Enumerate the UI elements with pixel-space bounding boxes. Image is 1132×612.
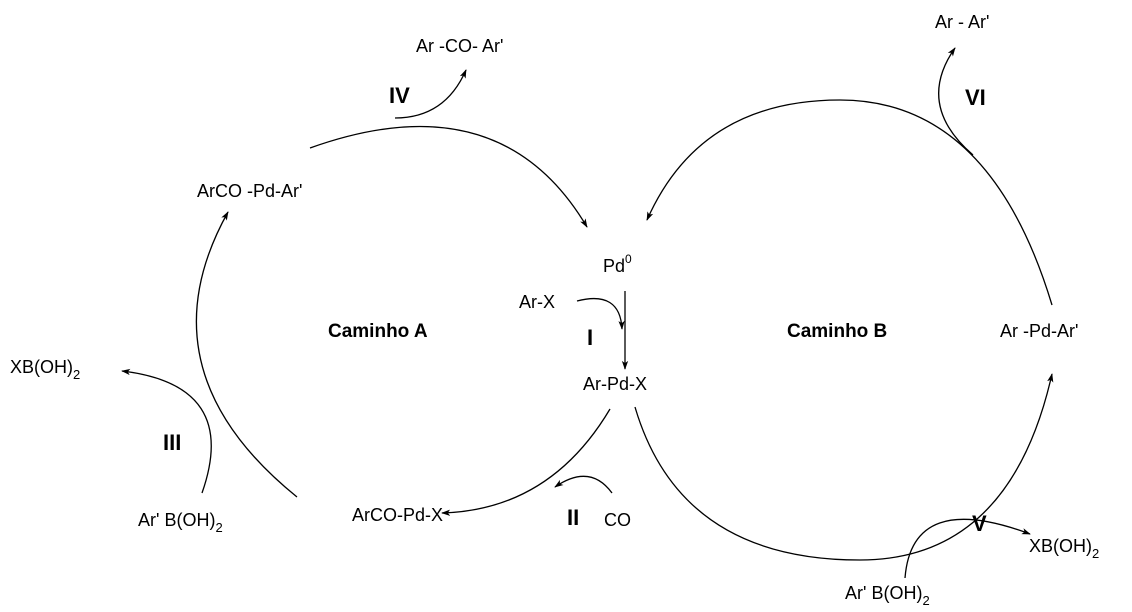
- arc-a-top: [309, 125, 588, 228]
- step-vi-label: VI: [965, 85, 986, 110]
- arcopdx-label: ArCO-Pd-X: [352, 505, 443, 525]
- co-label: CO: [604, 510, 631, 530]
- arpdar-label: Ar -Pd-Ar': [1000, 321, 1078, 341]
- arboh2-left-label: Ar' B(OH)2: [138, 510, 223, 535]
- caminho-a-label: Caminho A: [328, 321, 428, 342]
- step-v-label: V: [972, 511, 987, 536]
- arrow-step-iv: [394, 69, 467, 119]
- step-ii-label: II: [567, 505, 579, 530]
- arcopdar-label: ArCO -Pd-Ar': [197, 181, 302, 201]
- arrow-co-in: [554, 475, 613, 494]
- xboh2-left-label: XB(OH)2: [10, 357, 80, 382]
- pd0-label: Pd0: [603, 252, 632, 276]
- arc-b-top: [646, 99, 1053, 306]
- step-i-label: I: [587, 325, 593, 350]
- arcoar-label: Ar -CO- Ar': [416, 36, 503, 56]
- arc-a-left: [195, 211, 298, 498]
- arrow-step-vi: [938, 47, 974, 156]
- arrow-step-iii: [121, 368, 212, 494]
- arc-a-bottom: [441, 408, 611, 516]
- xboh2-right-label: XB(OH)2: [1029, 536, 1099, 561]
- arc-b-bottom: [634, 373, 1054, 561]
- step-iii-label: III: [163, 430, 181, 455]
- arar-label: Ar - Ar': [935, 12, 989, 32]
- arx-label: Ar-X: [519, 292, 555, 312]
- step-iv-label: IV: [389, 83, 410, 108]
- caminho-b-label: Caminho B: [787, 321, 887, 342]
- arrow-arx-in: [576, 297, 625, 330]
- arpdx-label: Ar-Pd-X: [583, 374, 647, 394]
- arrow-step-v: [904, 518, 1031, 579]
- arboh2-right-label: Ar' B(OH)2: [845, 583, 930, 608]
